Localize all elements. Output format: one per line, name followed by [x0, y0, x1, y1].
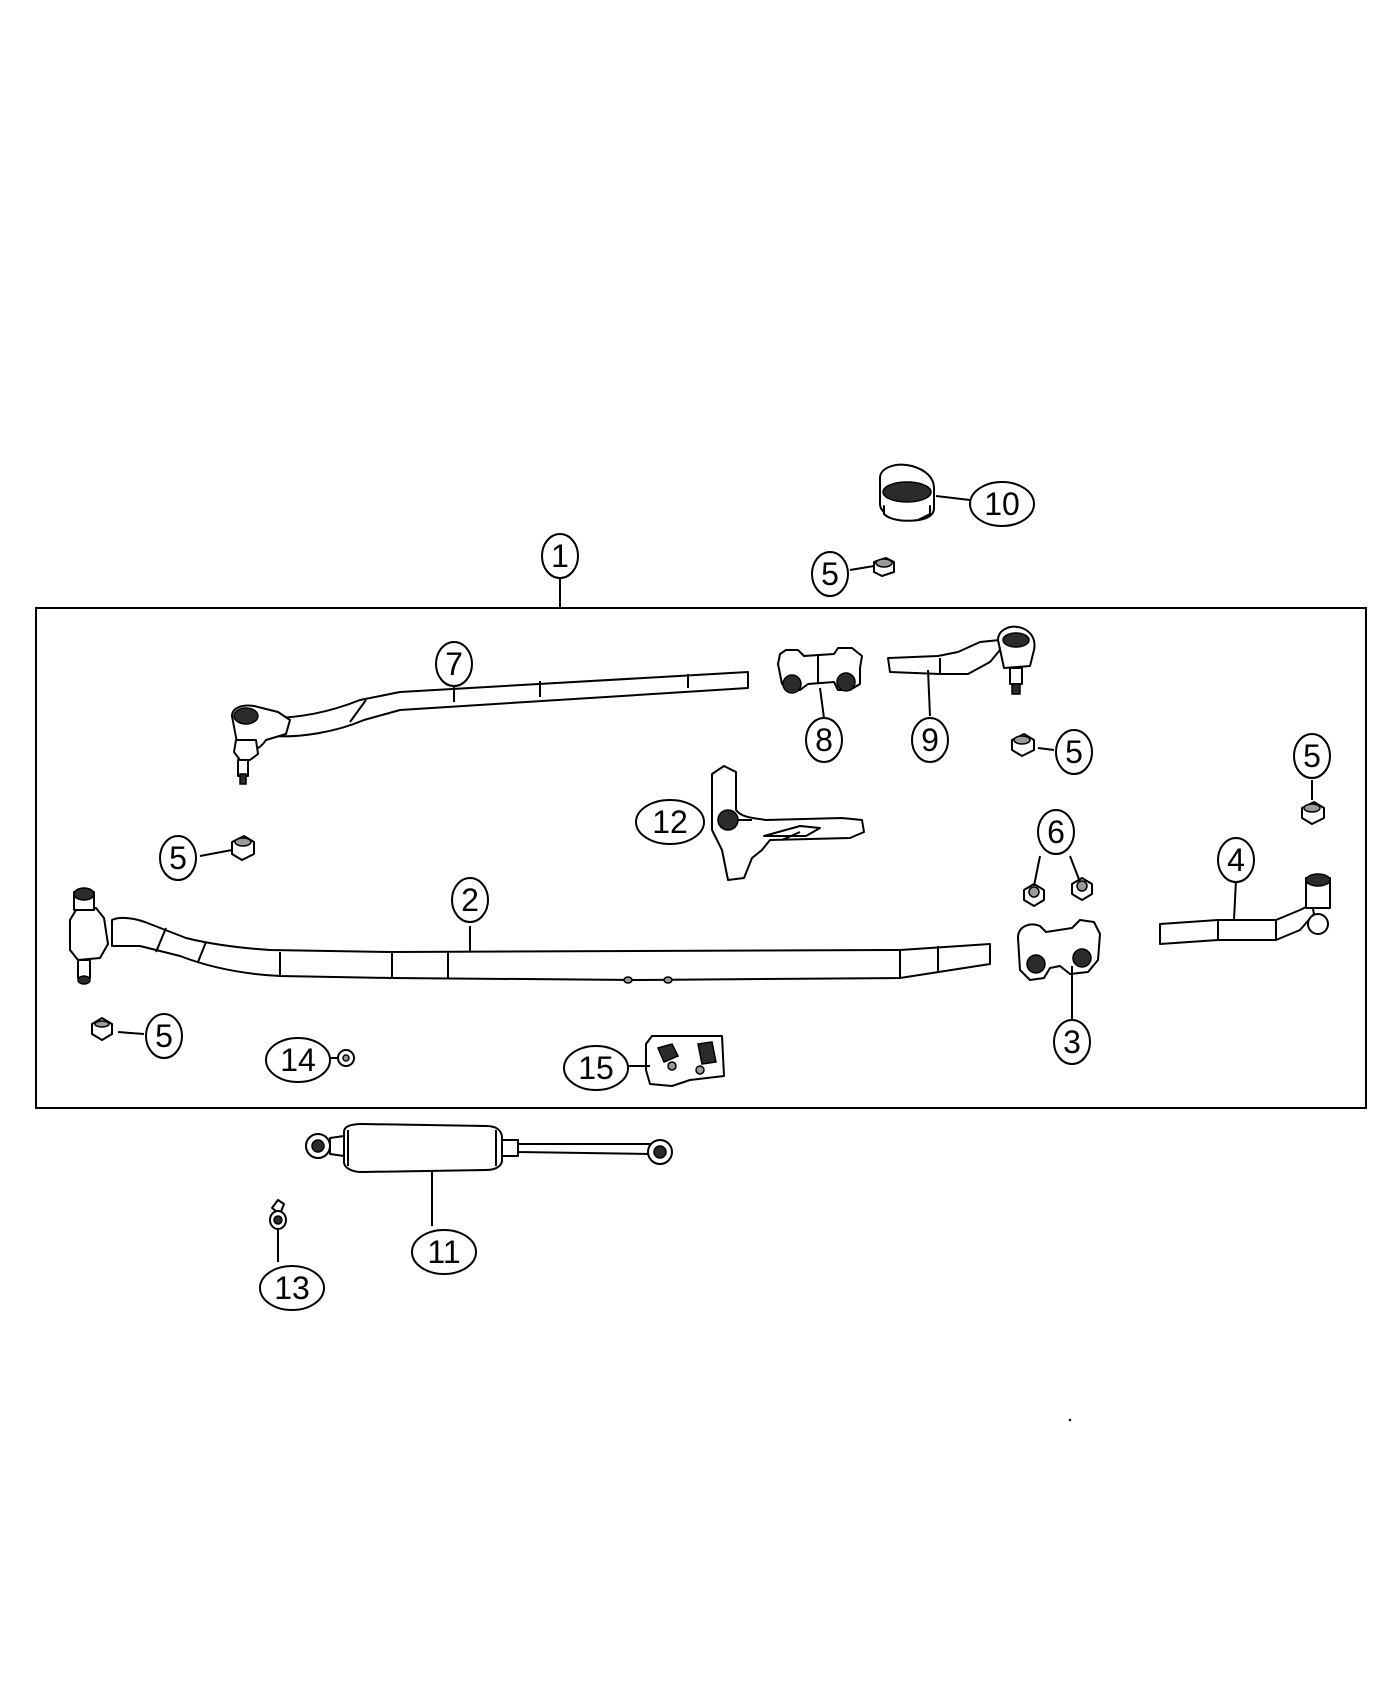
- callout-13-label: 13: [274, 1270, 310, 1306]
- callout-11: 11: [411, 1229, 477, 1275]
- callout-5-left-mid: 5: [159, 835, 197, 881]
- part-5-nut-top: [873, 557, 895, 577]
- part-13-bolt: [269, 1199, 287, 1230]
- callout-6: 6: [1037, 809, 1075, 855]
- assembly-frame: [35, 607, 1367, 1109]
- callout-5-top: 5: [811, 551, 849, 597]
- stray-dot: [1068, 1418, 1072, 1422]
- callout-5-left-mid-label: 5: [169, 840, 187, 876]
- callout-15-label: 15: [578, 1050, 614, 1086]
- callout-10: 10: [969, 481, 1035, 527]
- callout-14-label: 14: [280, 1042, 316, 1078]
- part-6-nuts: [1023, 877, 1093, 907]
- callout-12-label: 12: [652, 804, 688, 840]
- part-12-bracket: [711, 765, 865, 881]
- part-3-clamp: [1017, 919, 1101, 981]
- callout-9: 9: [911, 717, 949, 763]
- part-10-bushing: [879, 463, 935, 522]
- callout-5-bottom-left-label: 5: [155, 1018, 173, 1054]
- part-5-nut-left-mid: [231, 835, 255, 861]
- part-4-tie-rod-end: [1159, 873, 1331, 945]
- callout-9-label: 9: [921, 722, 939, 758]
- callout-5-top-label: 5: [821, 556, 839, 592]
- leader-lines: [117, 495, 1313, 1262]
- callout-1: 1: [541, 533, 579, 579]
- part-5-nut-far-right: [1301, 801, 1325, 825]
- callout-5-mid-right-label: 5: [1065, 734, 1083, 770]
- callout-13: 13: [259, 1265, 325, 1311]
- part-8-clamp: [777, 647, 863, 694]
- callout-8: 8: [805, 717, 843, 763]
- callout-10-label: 10: [984, 486, 1020, 522]
- callout-11-label: 11: [427, 1234, 460, 1270]
- callout-4: 4: [1217, 837, 1255, 883]
- callout-5-bottom-left: 5: [145, 1013, 183, 1059]
- part-11-damper: [305, 1123, 673, 1173]
- callout-5-far-right: 5: [1293, 733, 1331, 779]
- part-2-tie-rod: [69, 887, 991, 985]
- callout-12: 12: [635, 799, 705, 845]
- callout-3: 3: [1053, 1019, 1091, 1065]
- callout-4-label: 4: [1227, 842, 1245, 878]
- part-7-tie-rod: [231, 671, 749, 785]
- callout-15: 15: [563, 1045, 629, 1091]
- callout-8-label: 8: [815, 722, 833, 758]
- callout-6-label: 6: [1047, 814, 1065, 850]
- callout-5-far-right-label: 5: [1303, 738, 1321, 774]
- part-5-nut-bottom-left: [91, 1017, 113, 1041]
- callout-7-label: 7: [445, 646, 463, 682]
- callout-3-label: 3: [1063, 1024, 1081, 1060]
- callout-2: 2: [451, 877, 489, 923]
- part-15-block: [645, 1035, 725, 1087]
- callout-5-mid-right: 5: [1055, 729, 1093, 775]
- part-14-washer: [337, 1049, 355, 1067]
- callout-1-label: 1: [551, 538, 569, 574]
- callout-14: 14: [265, 1037, 331, 1083]
- callout-7: 7: [435, 641, 473, 687]
- part-9-tie-rod-end: [887, 625, 1036, 695]
- callout-2-label: 2: [461, 882, 479, 918]
- part-5-nut-mid-right: [1011, 733, 1035, 757]
